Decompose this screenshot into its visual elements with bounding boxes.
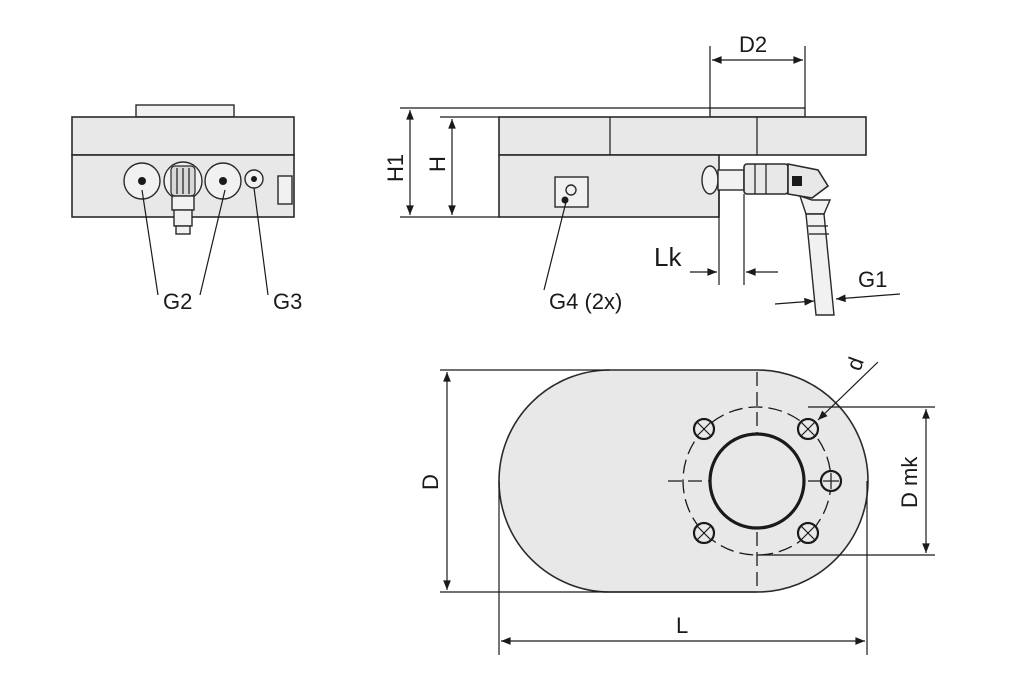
side-top-flange: [709, 107, 806, 118]
bolt-hole-tl: [692, 417, 716, 441]
label-l: L: [676, 613, 688, 638]
side-cable: [805, 213, 835, 316]
side-upper-body: [498, 116, 867, 156]
label-d-small: d: [841, 354, 869, 374]
label-dmk: D mk: [897, 456, 922, 508]
label-lk: Lk: [654, 242, 682, 272]
bolt-hole-tr: [796, 417, 820, 441]
top-view: d D D mk L: [418, 354, 935, 655]
side-lower-body: [498, 154, 720, 218]
label-g4: G4 (2x): [549, 289, 622, 314]
front-port-left-dot: [138, 177, 146, 185]
front-upper-body: [71, 116, 295, 156]
center-bore: [708, 432, 806, 530]
front-port-right-dot: [219, 177, 227, 185]
label-h: H: [425, 156, 450, 172]
label-g1: G1: [858, 267, 887, 292]
label-d2: D2: [739, 32, 767, 57]
label-g2: G2: [163, 289, 192, 314]
pin-hole-right: [819, 469, 843, 493]
front-top-flange: [135, 104, 235, 118]
label-d-outer: D: [418, 474, 443, 490]
bolt-hole-br: [796, 521, 820, 545]
label-h1: H1: [383, 154, 408, 182]
label-g3: G3: [273, 289, 302, 314]
bolt-hole-bl: [692, 521, 716, 545]
front-fitting: [171, 195, 195, 211]
side-connector-face: [701, 165, 719, 195]
side-angle-fitting: [787, 163, 830, 199]
front-slot: [277, 175, 293, 205]
side-view: D2 H1 H Lk G1 G4 (2x): [383, 32, 901, 316]
front-view: G2 G3: [71, 104, 302, 314]
side-connector-stem: [717, 169, 745, 191]
